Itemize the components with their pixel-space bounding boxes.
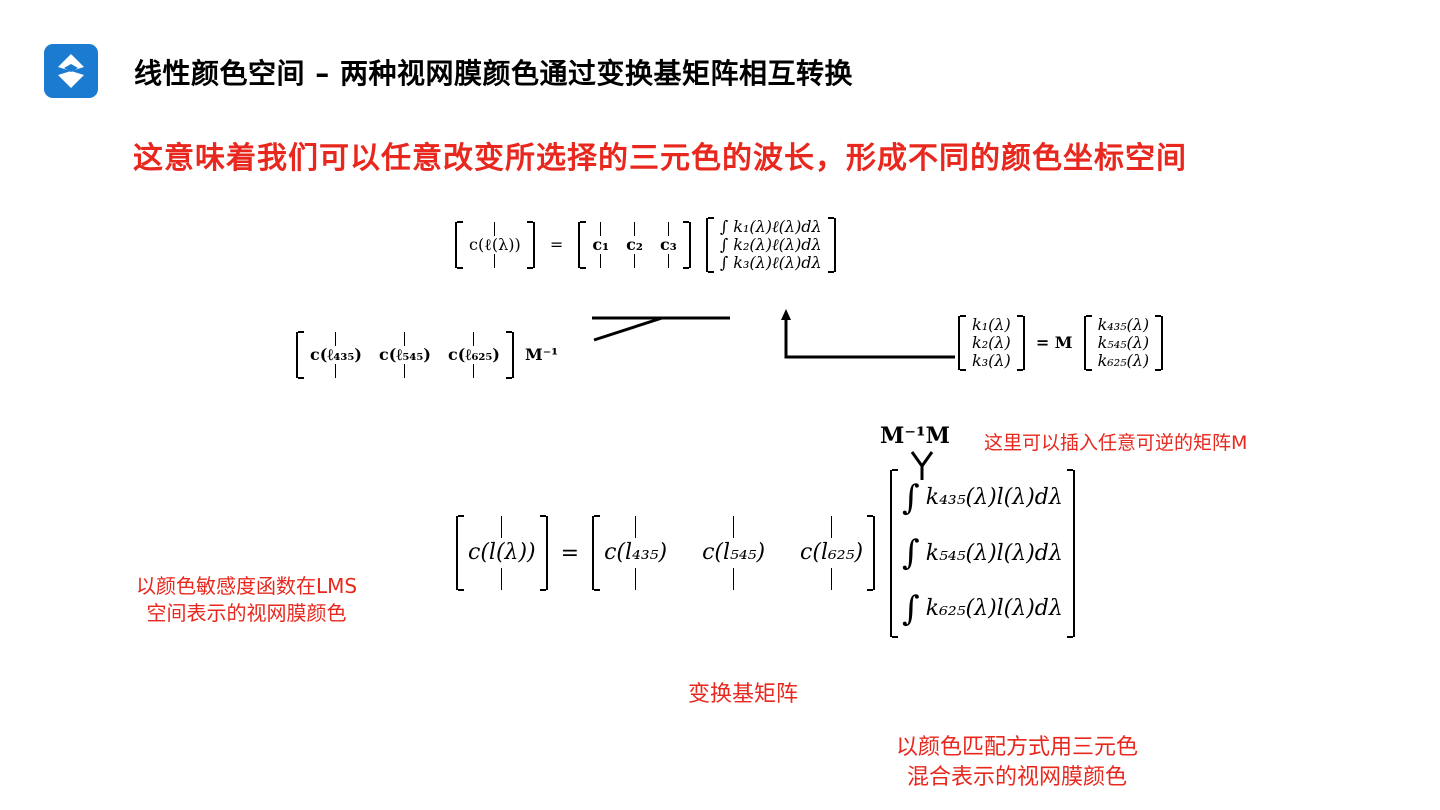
bottom-basis-matrix: c(l₄₃₅) c(l₅₄₅) c(l₆₂₅) [592,515,876,592]
bottom-basis-2: c(l₅₄₅) [702,540,766,566]
top-integral-3: ∫ k₃(λ)ℓ(λ)dλ [719,253,822,272]
bottom-equation: c(l(λ)) = c(l₄₃₅) c(l₅₄₅) c(l₆₂₅) ∫k₄₃₅(… [456,469,1075,637]
lms-note-line2: 空间表示的视网膜颜色 [146,601,347,625]
top-equation: c(ℓ(λ)) = c₁ c₂ c₃ ∫ k₁(λ)ℓ(λ)dλ ∫ k₂(λ)… [455,217,836,273]
mm-split-arrow [910,451,934,480]
bottom-integral-3: k₆₂₅(λ)l(λ)dλ [925,596,1063,621]
logo [44,44,98,98]
k-rhs-1: k₄₃₅(λ) [1097,315,1150,334]
top-basis-1: c₁ [592,235,610,254]
minv-m-label: M⁻¹M [880,423,950,449]
top-integral-vector: ∫ k₁(λ)ℓ(λ)dλ ∫ k₂(λ)ℓ(λ)dλ ∫ k₃(λ)ℓ(λ)d… [705,217,836,273]
k-lhs-3: k₃(λ) [972,351,1011,370]
page-title: 线性颜色空间 – 两种视网膜颜色通过变换基矩阵相互转换 [134,57,853,90]
top-basis-2: c₂ [626,235,643,254]
bottom-eq-sign: = [560,540,580,566]
k-lhs-1: k₁(λ) [972,315,1011,334]
top-lhs: c(ℓ(λ)) [469,235,521,254]
top-lhs-vector: c(ℓ(λ)) [455,221,535,269]
mid-basis-3: c(ℓ₆₂₅) [448,345,500,364]
lms-note-line1: 以颜色敏感度函数在LMS [136,574,358,598]
bottom-lhs-vector: c(l(λ)) [456,515,548,592]
top-integral-2: ∫ k₂(λ)ℓ(λ)dλ [719,235,822,254]
k-arrow-line [784,316,955,359]
mid-minv: M⁻¹ [525,344,559,364]
bottom-integral-2: k₅₄₅(λ)l(λ)dλ [925,540,1063,566]
match-note-line1: 以颜色匹配方式用三元色 [896,735,1139,760]
bottom-integral-1: k₄₃₅(λ)l(λ)dλ [925,485,1063,510]
bottom-integral-vector: ∫k₄₃₅(λ)l(λ)dλ ∫k₅₄₅(λ)l(λ)dλ ∫k₆₂₅(λ)l(… [890,469,1075,637]
lms-note: 以颜色敏感度函数在LMS 空间表示的视网膜颜色 [136,573,357,627]
minv-link-line [593,316,663,342]
match-note: 以颜色匹配方式用三元色 混合表示的视网膜颜色 [896,733,1138,793]
bottom-basis-1: c(l₄₃₅) [604,540,668,566]
k-rhs-3: k₆₂₅(λ) [1097,351,1150,370]
k-lhs-vector: k₁(λ) k₂(λ) k₃(λ) [958,315,1025,371]
k-arrow-head [781,309,791,320]
transform-note: 变换基矩阵 [688,682,799,707]
top-eq-sign: = [549,234,564,254]
k-eq: = M [1035,332,1073,352]
mid-basis-2: c(ℓ₅₄₅) [379,345,431,364]
k-rhs-2: k₅₄₅(λ) [1097,333,1150,352]
top-integral-1: ∫ k₁(λ)ℓ(λ)dλ [719,217,822,236]
mid-equation: c(ℓ₄₃₅) c(ℓ₅₄₅) c(ℓ₆₂₅) M⁻¹ [296,331,559,379]
page-subtitle: 这意味着我们可以任意改变所选择的三元色的波长，形成不同的颜色坐标空间 [133,141,1187,176]
k-lhs-2: k₂(λ) [972,333,1011,352]
mid-basis-1: c(ℓ₄₃₅) [310,345,362,364]
k-rhs-vector: k₄₃₅(λ) k₅₄₅(λ) k₆₂₅(λ) [1083,315,1164,371]
bottom-basis-3: c(l₆₂₅) [800,540,864,566]
bottom-lhs: c(l(λ)) [468,540,536,566]
match-note-line2: 混合表示的视网膜颜色 [907,765,1128,790]
insert-note: 这里可以插入任意可逆的矩阵M [984,432,1248,454]
top-basis-matrix: c₁ c₂ c₃ [578,221,691,269]
k-relation: k₁(λ) k₂(λ) k₃(λ) = M k₄₃₅(λ) k₅₄₅(λ) k₆… [958,315,1164,371]
top-basis-3: c₃ [660,235,677,254]
logo-mark-icon [58,54,84,88]
mid-basis-matrix: c(ℓ₄₃₅) c(ℓ₅₄₅) c(ℓ₆₂₅) [296,331,514,379]
